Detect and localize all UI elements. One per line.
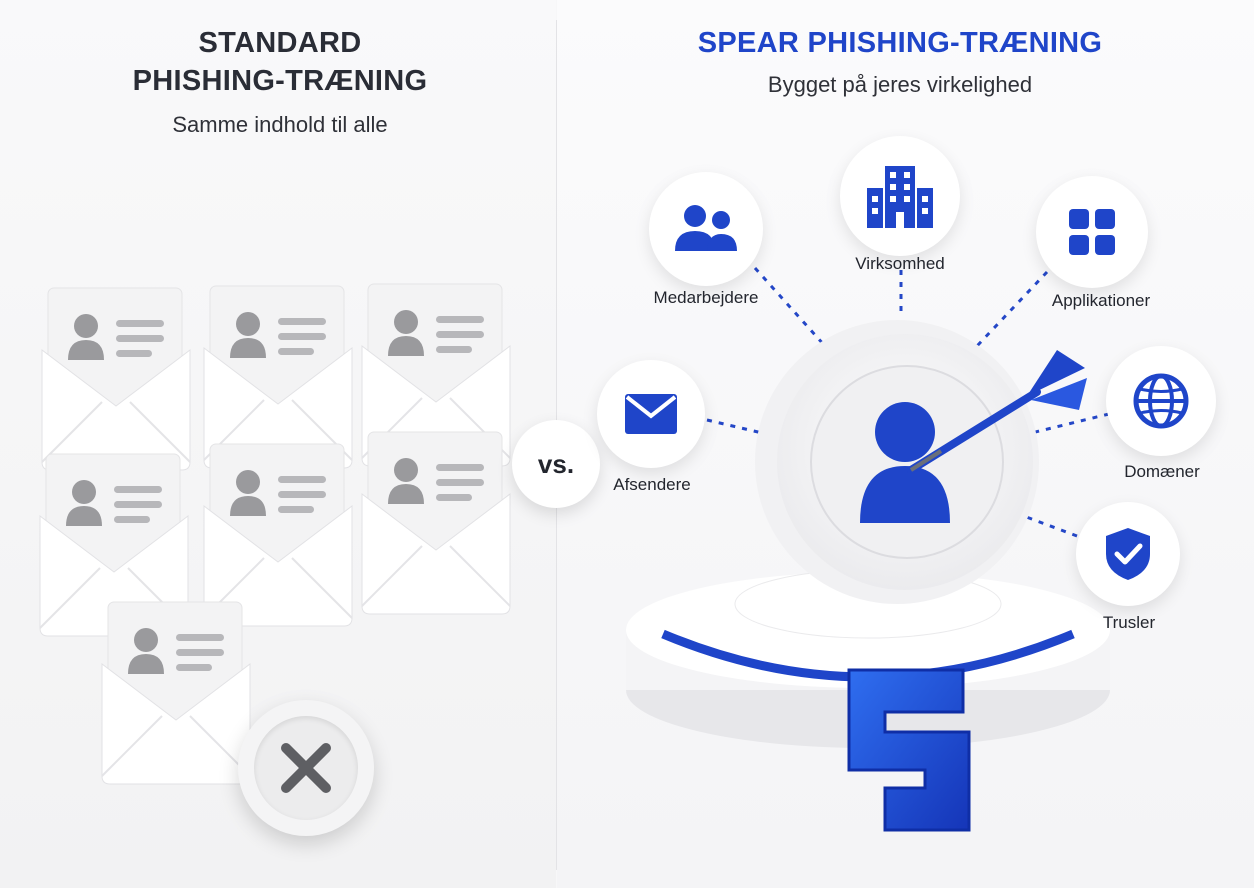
mail-icon xyxy=(625,394,677,434)
label-afsendere: Afsendere xyxy=(613,475,691,494)
envelope-card xyxy=(202,282,362,482)
target-scene: Medarbejdere Virksomhed Applikationer xyxy=(557,0,1254,888)
standard-subtitle: Samme indhold til alle xyxy=(172,112,388,137)
node-afsendere xyxy=(597,360,705,468)
vs-badge: vs. xyxy=(512,420,600,508)
shield-check-icon xyxy=(1106,528,1150,580)
target-person-head xyxy=(875,402,935,462)
envelope-card xyxy=(40,284,200,484)
x-badge xyxy=(238,700,374,836)
envelope-card xyxy=(100,598,260,798)
globe-icon xyxy=(1133,373,1189,429)
scene-graphics xyxy=(626,266,1110,832)
brand-logo xyxy=(847,668,971,832)
label-virksomhed: Virksomhed xyxy=(855,254,945,273)
spear-title: SPEAR PHISHING-TRÆNING xyxy=(697,27,1103,59)
apps-grid-icon xyxy=(1069,209,1115,255)
label-trusler: Trusler xyxy=(1102,613,1156,632)
connector-lines xyxy=(706,266,1110,538)
node-domaener xyxy=(1106,346,1216,456)
spear-subtitle: Bygget på jeres virkelighed xyxy=(767,72,1033,97)
target-person-body xyxy=(860,466,950,523)
dart-icon xyxy=(907,350,1087,474)
standard-title-line2: PHISHING-TRÆNING xyxy=(132,65,428,97)
label-applikationer: Applikationer xyxy=(1051,291,1151,310)
building-icon xyxy=(867,166,933,228)
x-badge-inner xyxy=(254,716,358,820)
envelope-card xyxy=(202,440,362,640)
label-medarbejdere: Medarbejdere xyxy=(653,288,759,307)
label-domaener: Domæner xyxy=(1124,462,1200,481)
standard-title: STANDARD PHISHING-TRÆNING xyxy=(60,24,500,100)
node-trusler xyxy=(1076,502,1180,606)
standard-title-line1: STANDARD xyxy=(198,27,362,59)
people-icon xyxy=(675,205,737,251)
x-icon xyxy=(281,743,331,793)
node-medarbejdere xyxy=(649,172,763,286)
node-applikationer xyxy=(1036,176,1148,288)
node-virksomhed xyxy=(840,136,960,256)
envelope-card xyxy=(360,428,520,628)
